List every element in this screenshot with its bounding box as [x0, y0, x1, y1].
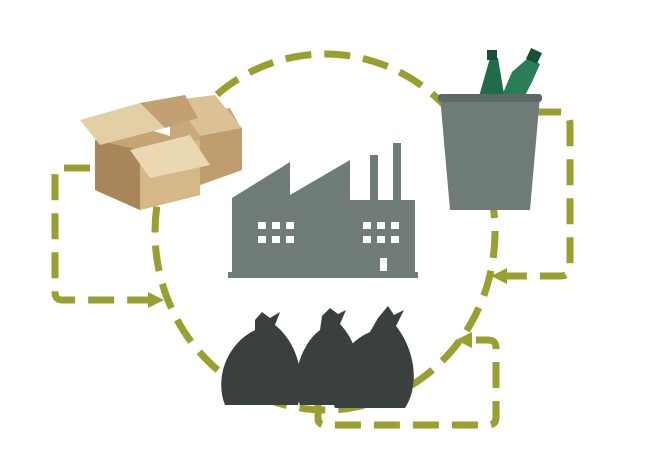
recycling-cycle-loop — [151, 50, 499, 414]
garbage-bags-icon — [221, 306, 414, 408]
right-loop-arrow — [491, 108, 574, 284]
left-loop-arrow — [51, 164, 164, 308]
factory-icon — [228, 143, 418, 278]
bottom-loop-arrow — [314, 332, 500, 429]
trash-bin-bottles-icon — [438, 48, 542, 210]
cardboard-boxes-icon — [80, 95, 242, 210]
